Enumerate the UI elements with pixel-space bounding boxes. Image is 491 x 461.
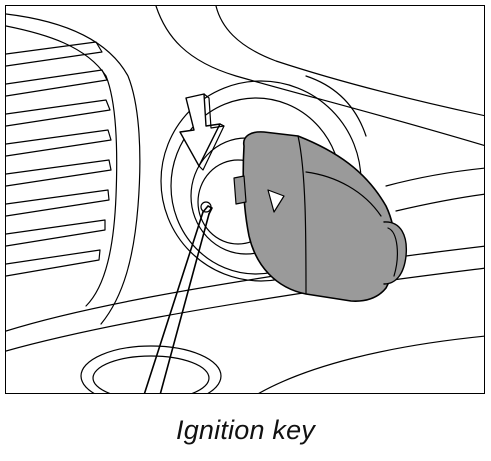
screwdriver-tool — [143, 205, 213, 393]
down-arrow-icon — [179, 93, 225, 171]
figure-caption: Ignition key — [176, 415, 315, 445]
air-vent — [6, 13, 141, 325]
ignition-illustration — [6, 6, 484, 393]
illustration-frame — [5, 5, 485, 394]
dashboard-panel — [6, 6, 484, 393]
key-fob — [233, 131, 408, 302]
